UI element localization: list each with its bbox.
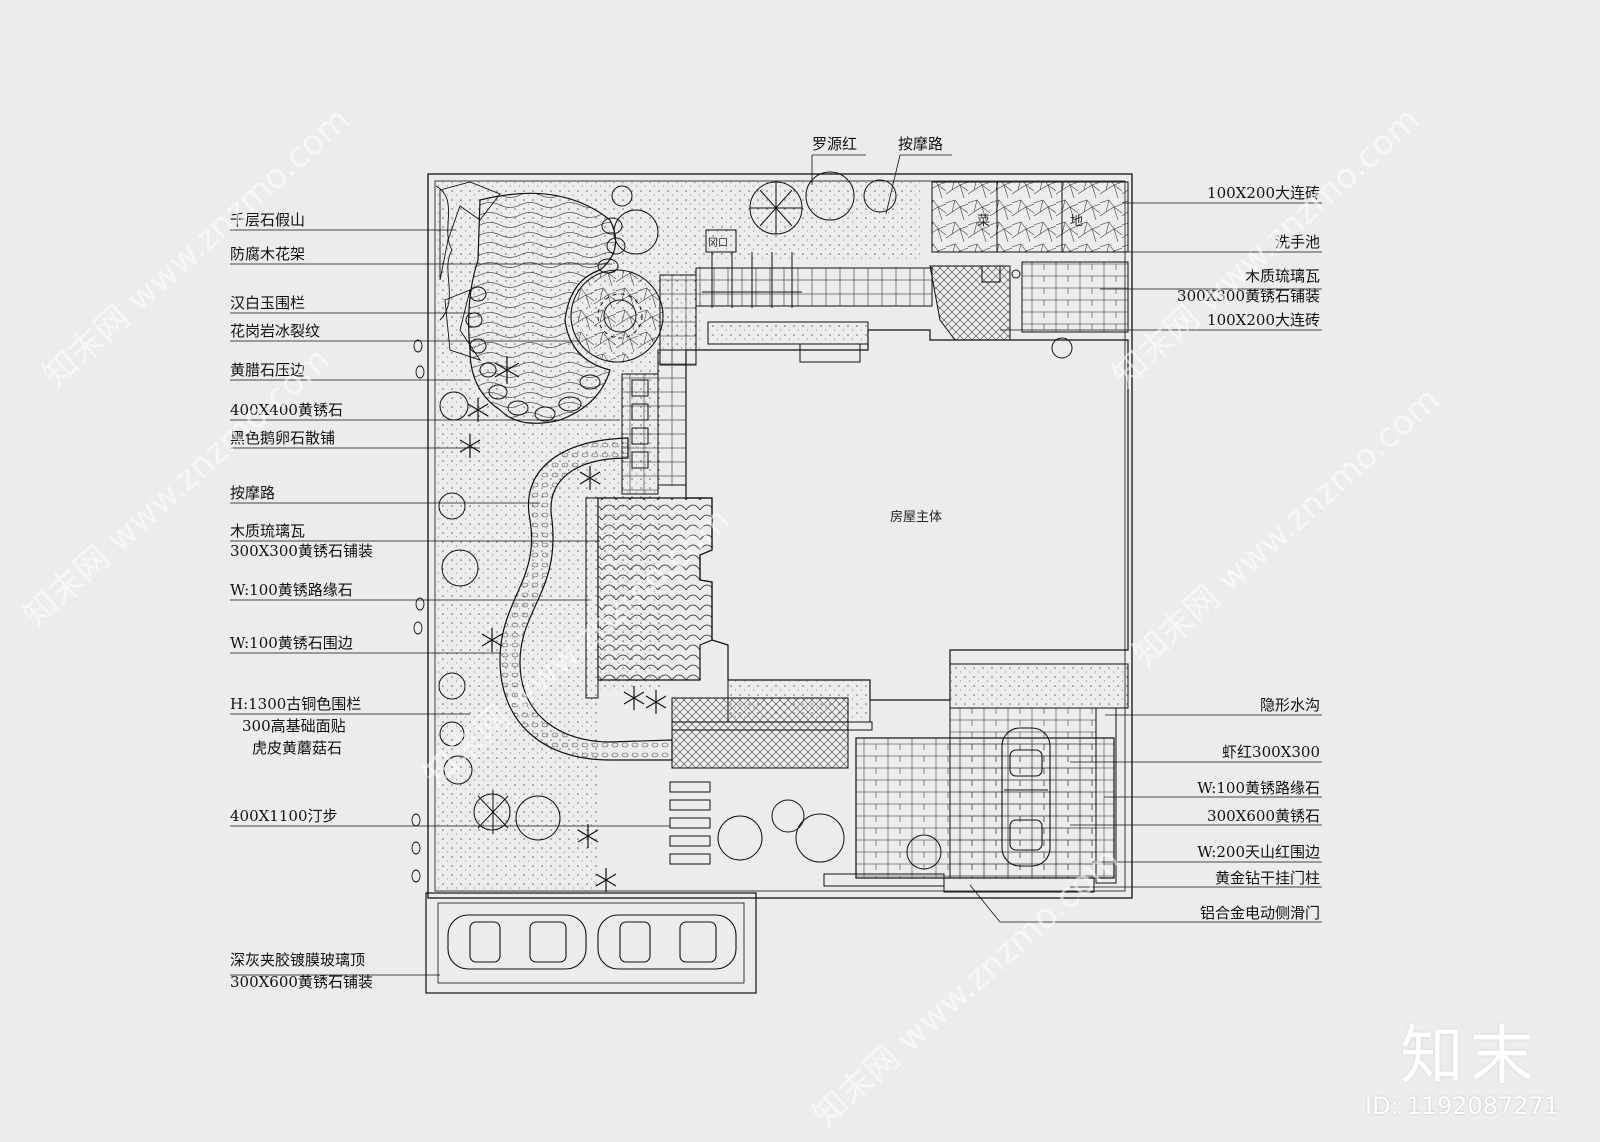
label-right-6: 虾红300X300 <box>1222 743 1320 761</box>
label-left-0: 千层石假山 <box>230 211 306 229</box>
label-left-3: 花岗岩冰裂纹 <box>230 322 321 340</box>
label-left-8: 木质琉璃瓦 <box>230 522 306 540</box>
leader-lines-right <box>969 202 1322 923</box>
label-right-7: W:100黄锈路缘石 <box>1197 779 1320 797</box>
label-left-17: 300X600黄锈石铺装 <box>230 973 373 991</box>
label-right-4: 100X200大连砖 <box>1207 311 1320 329</box>
house-label: 房屋主体 <box>890 510 943 525</box>
label-left-6: 黑色鹅卵石散铺 <box>230 429 336 447</box>
label-right-10: 黄金钻干挂门柱 <box>1214 869 1320 887</box>
leader-lines-left <box>230 229 670 976</box>
label-left-7: 按摩路 <box>230 484 276 502</box>
label-left-16: 深灰夹胶镀膜玻璃顶 <box>230 951 366 969</box>
label-right-2: 木质琉璃瓦 <box>1244 267 1320 285</box>
label-top-0: 罗源红 <box>812 135 858 153</box>
small-sign-label: 冈口 <box>708 238 728 249</box>
brand-logo: 知末 <box>1400 1020 1540 1094</box>
label-left-2: 汉白玉围栏 <box>230 294 306 312</box>
label-left-14: 虎皮黄蘑菇石 <box>252 739 343 757</box>
label-right-11: 铝合金电动侧滑门 <box>1199 904 1320 922</box>
label-right-0: 100X200大连砖 <box>1207 184 1320 202</box>
label-left-9: 300X300黄锈石铺装 <box>230 542 373 560</box>
label-left-11: W:100黄锈石围边 <box>230 634 353 652</box>
label-top-1: 按摩路 <box>898 135 944 153</box>
label-right-8: 300X600黄锈石 <box>1207 807 1320 825</box>
veg-plot-label-1: 菜 <box>977 214 991 229</box>
label-right-3: 300X300黄锈石铺装 <box>1177 287 1320 305</box>
label-left-10: W:100黄锈路缘石 <box>230 581 353 599</box>
label-right-1: 洗手池 <box>1274 233 1320 251</box>
label-left-1: 防腐木花架 <box>230 245 306 263</box>
label-left-12: H:1300古铜色围栏 <box>230 695 362 713</box>
label-left-13: 300高基础面贴 <box>242 717 346 735</box>
label-left-5: 400X400黄锈石 <box>230 401 343 419</box>
image-id: ID: 1192087271 <box>1365 1092 1559 1120</box>
veg-plot-label-2: 地 <box>1070 214 1084 229</box>
label-left-15: 400X1100汀步 <box>230 807 338 825</box>
label-right-5: 隐形水沟 <box>1259 696 1320 714</box>
label-right-9: W:200天山红围边 <box>1197 843 1320 861</box>
leader-lines-top <box>811 154 952 215</box>
label-left-4: 黄腊石压边 <box>230 361 306 379</box>
